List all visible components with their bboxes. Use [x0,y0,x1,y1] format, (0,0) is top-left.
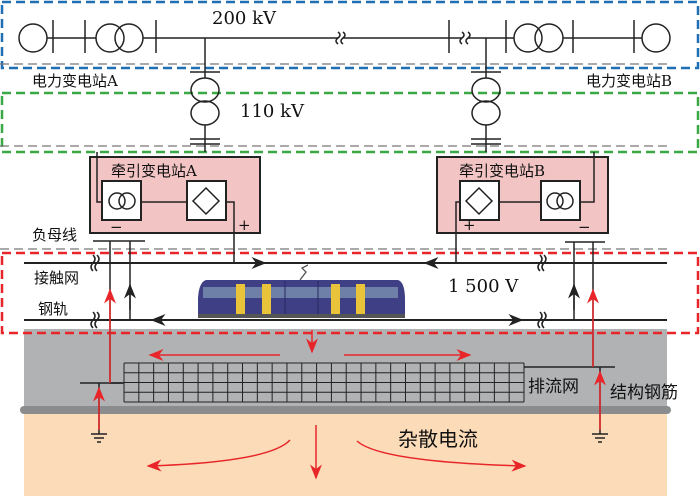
voltage-1500v: 1 500 V [448,276,519,297]
voltage-110kv: 110 kV [240,101,305,122]
rectifier-icon [464,186,494,216]
contact-line-label: 接触网 [34,269,79,287]
voltage-200kv: 200 kV [212,8,277,29]
plus-sign: + [463,216,476,234]
rail [24,311,667,329]
traction-substation-b-label: 牵引变电站B [459,162,545,180]
power-zone-200kv [0,0,700,70]
drain-net [123,362,525,403]
transformer-b [471,38,501,152]
soil [24,414,667,496]
rectifier-icon [191,186,221,216]
minus-sign: − [578,218,591,236]
traction-substation-a-label: 牵引变电站A [111,162,197,180]
rail-label: 钢轨 [38,300,68,318]
contact-line [24,254,667,272]
power-station-b-label: 电力变电站B [586,72,672,90]
ground-icon [91,433,107,443]
power-zone-110kv [0,91,700,154]
negative-bus-label: 负母线 [32,226,77,244]
rebar-label: 结构钢筋 [610,383,678,403]
traction-substation-a [89,152,261,263]
plus-sign: + [238,216,251,234]
train [198,264,405,318]
minus-sign: − [110,218,123,236]
transmission-line [18,20,671,53]
ground-icon [592,433,608,443]
power-station-a-label: 电力变电站A [32,72,118,90]
concrete-structure [24,329,667,411]
stray-current-label: 杂散电流 [398,427,478,451]
drain-net-label: 排流网 [528,377,579,397]
stray-current-arrows [93,288,606,480]
traction-substation-b [436,152,609,263]
dc-zone-1500v [0,251,700,335]
transformer-a [190,38,220,152]
